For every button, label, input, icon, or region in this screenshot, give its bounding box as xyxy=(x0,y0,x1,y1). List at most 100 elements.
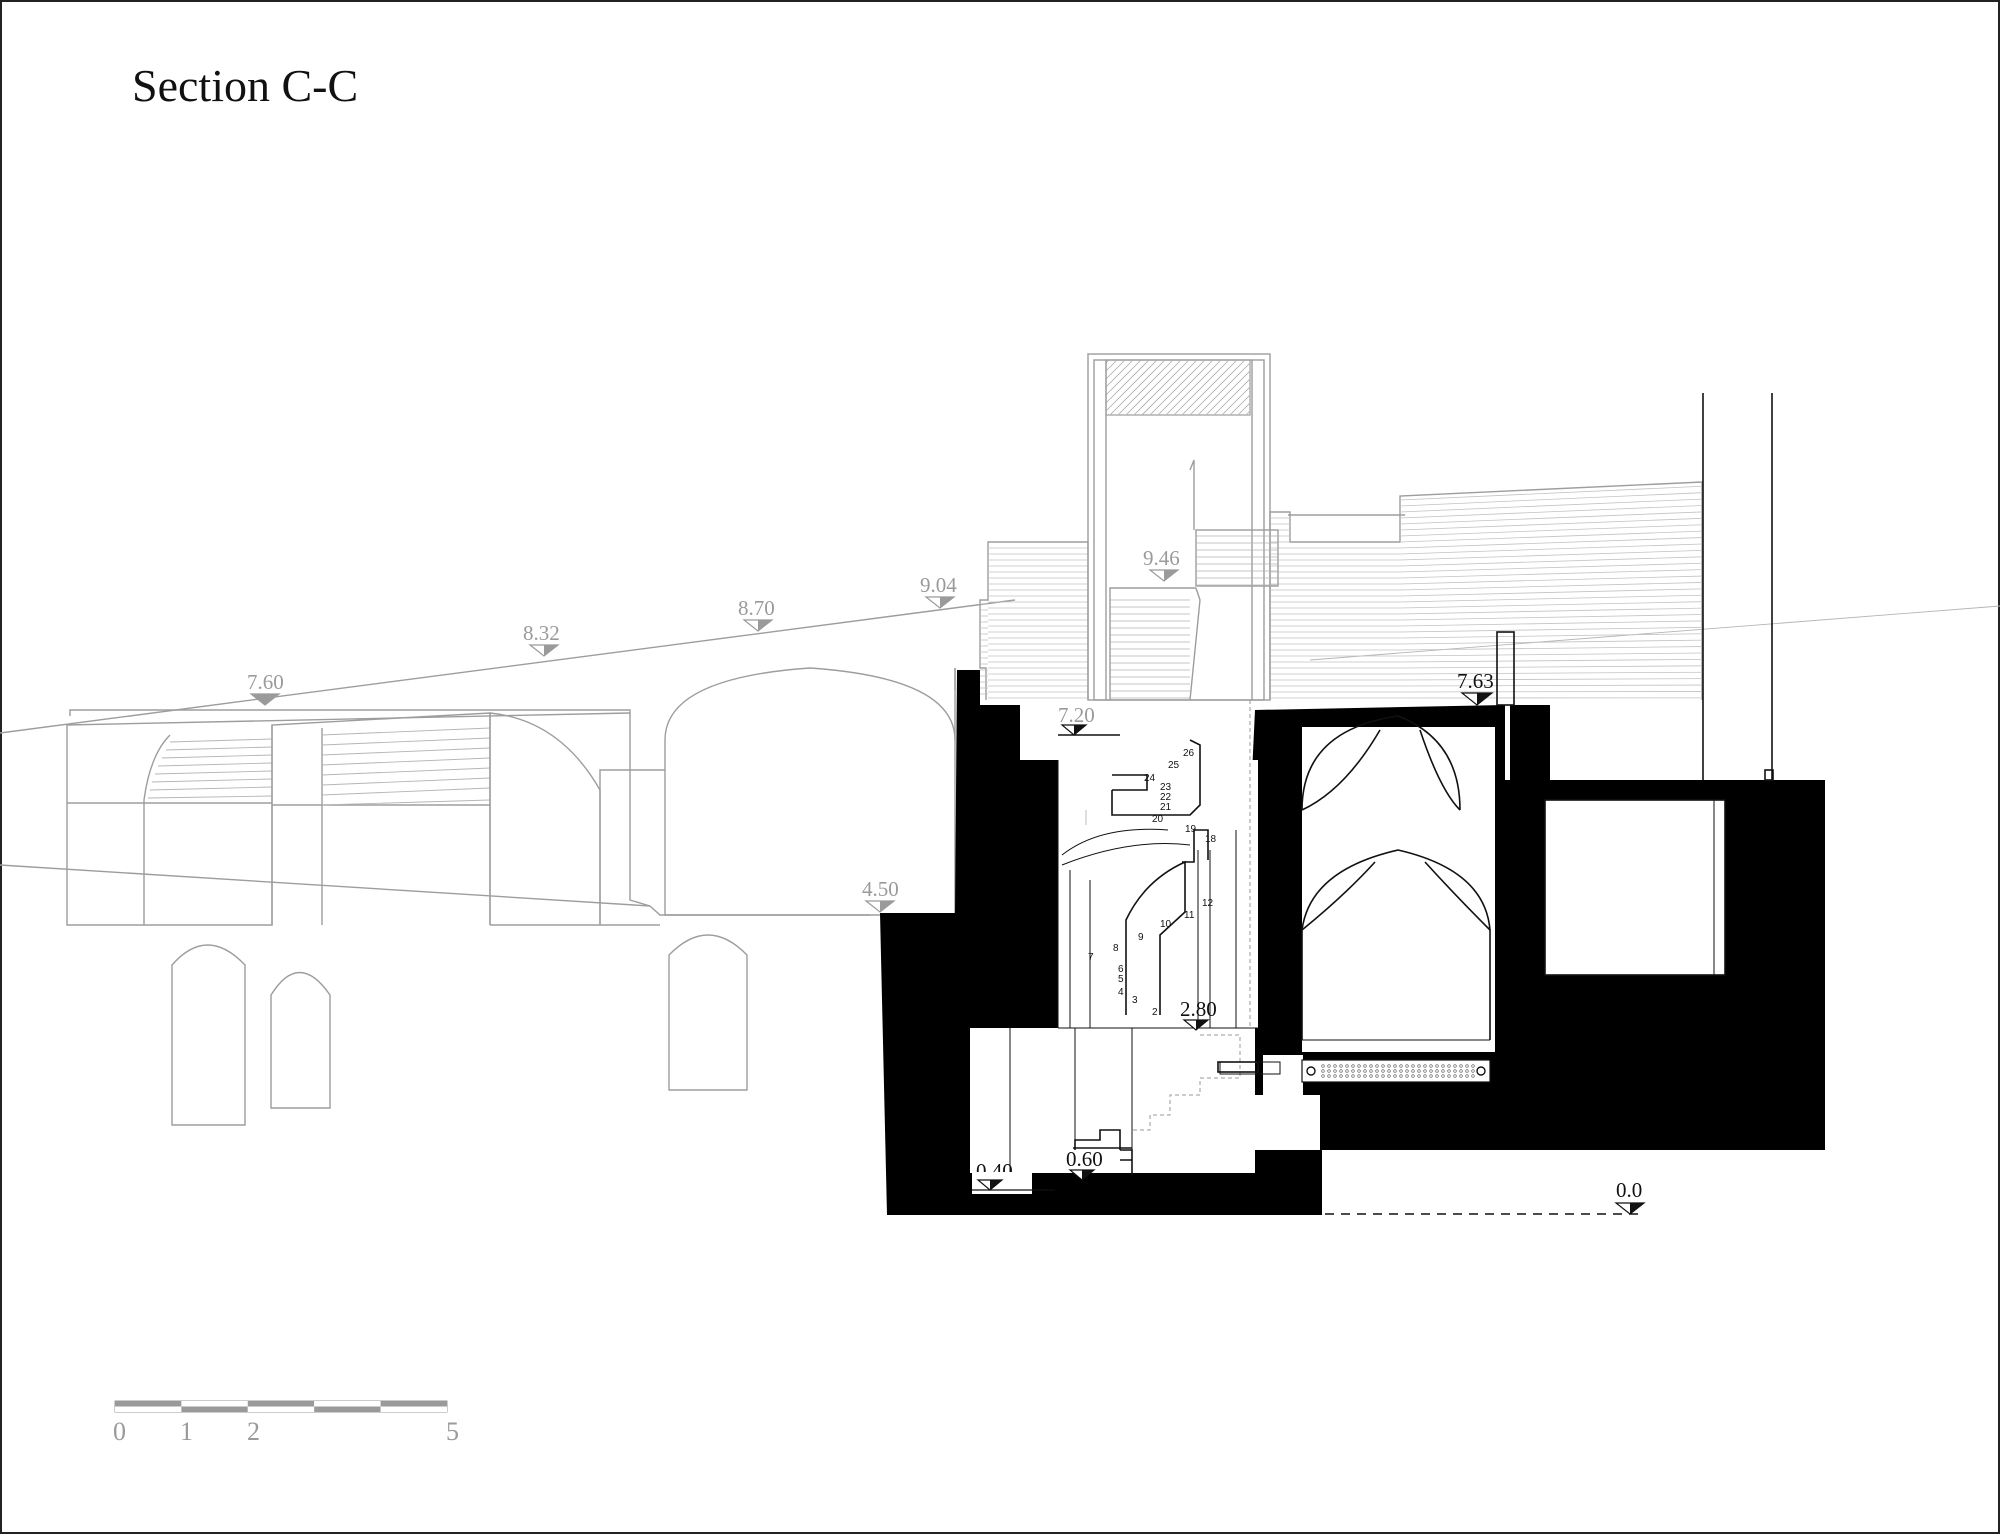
level-marker-760: 7.60 xyxy=(247,670,284,706)
grating-dot xyxy=(1321,1064,1325,1068)
grating-dot xyxy=(1393,1069,1397,1073)
hatch-line xyxy=(1399,543,1703,555)
grating-dot xyxy=(1453,1074,1457,1078)
hatch-line xyxy=(1399,485,1703,501)
grating-dot xyxy=(1345,1074,1349,1078)
level-marker-832: 8.32 xyxy=(523,621,560,657)
grating-dot xyxy=(1471,1069,1475,1073)
grating-dot xyxy=(1399,1074,1403,1078)
hatch-line xyxy=(1105,359,1158,412)
grating-dot xyxy=(1351,1069,1355,1073)
hatch-line xyxy=(1399,530,1703,543)
hatch-line xyxy=(1399,492,1703,507)
grating-dot xyxy=(1357,1064,1361,1068)
svg-text:8.70: 8.70 xyxy=(738,596,775,620)
level-marker-720: 7.20 xyxy=(1058,703,1095,736)
hatch-line xyxy=(1399,569,1703,579)
grating-dot xyxy=(1423,1069,1427,1073)
step-7: 7 xyxy=(1088,952,1094,963)
hatch-line xyxy=(1399,665,1703,669)
grating-dot xyxy=(1369,1069,1373,1073)
hatch-line xyxy=(1205,370,1251,416)
step-4: 4 xyxy=(1118,987,1124,998)
hatch-line xyxy=(1399,652,1703,657)
scale-label-1: 1 xyxy=(180,1417,193,1446)
grating-dot xyxy=(1381,1064,1385,1068)
scale-segment-bottom xyxy=(314,1406,381,1412)
step-24: 24 xyxy=(1144,773,1156,784)
drain-right xyxy=(1476,1066,1486,1076)
hatch-line xyxy=(1181,359,1238,416)
grating-dot xyxy=(1453,1064,1457,1068)
hatch-line xyxy=(1157,359,1214,416)
hatch-line xyxy=(1165,359,1222,416)
grating-dot xyxy=(1435,1074,1439,1078)
hatch-line xyxy=(1399,607,1703,615)
grating-dot xyxy=(1435,1064,1439,1068)
hatch-line xyxy=(1109,359,1166,416)
stair-numbers: 2 3 4 5 6 7 8 9 10 11 12 18 19 20 21 22 … xyxy=(1088,748,1217,1018)
grating-dot xyxy=(1417,1074,1421,1078)
step-23: 23 xyxy=(1160,782,1172,793)
hatch-line xyxy=(1399,691,1703,693)
level-marker-763: 7.63 xyxy=(1457,669,1494,706)
grating-dot xyxy=(1357,1069,1361,1073)
grating-dot xyxy=(1327,1069,1331,1073)
level-marker-450: 4.50 xyxy=(862,877,899,913)
hatch-line xyxy=(1105,359,1150,404)
hatch-line xyxy=(1133,359,1190,416)
grating-dot xyxy=(1441,1064,1445,1068)
scale-bar-segments xyxy=(115,1401,447,1412)
step-21: 21 xyxy=(1160,802,1172,813)
hatch-line xyxy=(1399,626,1703,633)
step-2: 2 xyxy=(1152,1007,1158,1018)
hatch-line xyxy=(1399,511,1703,525)
grating-dot xyxy=(1417,1069,1421,1073)
step-22: 22 xyxy=(1160,792,1172,803)
grating-dot xyxy=(1363,1069,1367,1073)
level-marker-000: 0.0 xyxy=(1325,1178,1646,1215)
hatch-line xyxy=(1399,601,1703,609)
grating-dot xyxy=(1387,1074,1391,1078)
grating-dot xyxy=(1441,1069,1445,1073)
existing-west-buildings xyxy=(0,599,2000,1126)
grating-dot xyxy=(1381,1069,1385,1073)
step-6: 6 xyxy=(1118,964,1124,975)
grating-dot xyxy=(1447,1074,1451,1078)
grating-dot xyxy=(1453,1069,1457,1073)
svg-text:2.80: 2.80 xyxy=(1180,997,1217,1021)
hatch-line xyxy=(1399,671,1703,675)
hatch-line xyxy=(1125,359,1182,416)
svg-text:7.63: 7.63 xyxy=(1457,669,1494,693)
hatch-line xyxy=(1399,658,1703,663)
grating-dot xyxy=(1447,1069,1451,1073)
hatch-line xyxy=(1399,524,1703,537)
grating-dot xyxy=(1375,1074,1379,1078)
grating-dot xyxy=(1411,1069,1415,1073)
scale-segment-top xyxy=(115,1401,182,1407)
grating-dot xyxy=(1411,1074,1415,1078)
hatch-line xyxy=(1117,359,1174,416)
svg-text:7.60: 7.60 xyxy=(247,670,284,694)
scale-label-5: 5 xyxy=(446,1417,459,1446)
grating-dot xyxy=(1429,1074,1433,1078)
grating-dot xyxy=(1381,1074,1385,1078)
grating-dot xyxy=(1417,1064,1421,1068)
grating-dot xyxy=(1459,1069,1463,1073)
step-3: 3 xyxy=(1132,995,1138,1006)
hatch-line xyxy=(1141,359,1198,416)
grating-dot xyxy=(1423,1074,1427,1078)
grating-dot xyxy=(1465,1069,1469,1073)
scale-segment-bottom xyxy=(247,1406,315,1412)
grating-dot xyxy=(1369,1074,1373,1078)
svg-text:7.20: 7.20 xyxy=(1058,703,1095,727)
grating-dot xyxy=(1369,1064,1373,1068)
grating-dot xyxy=(1435,1069,1439,1073)
scale-segment-top xyxy=(247,1401,315,1407)
section-voids xyxy=(970,727,1725,1173)
step-9: 9 xyxy=(1138,932,1144,943)
svg-text:0.0: 0.0 xyxy=(1616,1178,1642,1202)
hatch-line xyxy=(1221,386,1251,416)
level-marker-946: 9.46 xyxy=(1143,546,1180,582)
